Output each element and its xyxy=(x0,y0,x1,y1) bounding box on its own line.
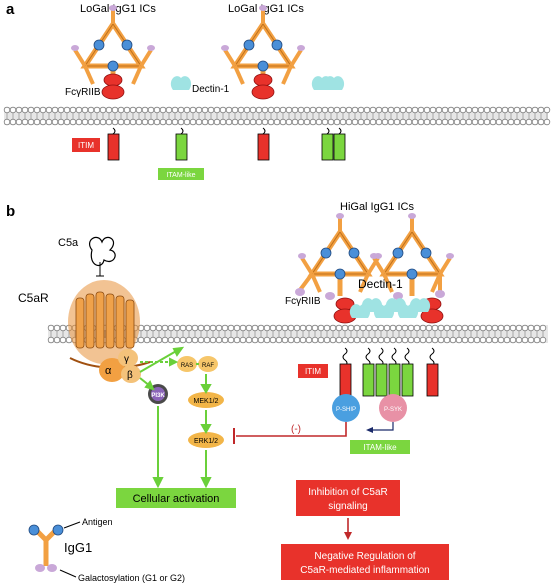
itim-box-a xyxy=(72,138,100,152)
legend-galactosylation: Galactosylation (G1 or G2) xyxy=(78,573,185,583)
negative-line2: C5aR-mediated inflammation xyxy=(300,565,430,576)
cellular-activation-box xyxy=(116,488,236,508)
left-ic-label: LoGal IgG1 ICs xyxy=(80,3,156,15)
higal-immune-complexes xyxy=(295,213,454,300)
alpha-subunit: α xyxy=(105,365,112,377)
ras-label: RAS xyxy=(181,363,193,369)
activation-arrows xyxy=(139,346,212,489)
syk-feedback-arrowhead xyxy=(366,427,373,433)
c5a-ligand xyxy=(89,236,116,277)
raf-label: RAF xyxy=(202,363,214,369)
dectin-receptor-a-pair xyxy=(311,76,346,161)
g-protein xyxy=(99,349,141,383)
inhibition-line xyxy=(236,422,347,437)
mek-node xyxy=(188,392,224,408)
mek-label: MEK1/2 xyxy=(194,398,219,405)
cellular-activation-label: Cellular activation xyxy=(133,493,220,505)
legend-igg1: IgG1 xyxy=(64,540,92,555)
receptor-tails-b xyxy=(342,347,435,367)
higal-label: HiGal IgG1 ICs xyxy=(340,201,414,213)
membrane-a xyxy=(3,106,551,126)
fcgr-tail-right xyxy=(426,363,439,397)
inhibition-box xyxy=(296,480,400,516)
inhibition-line2: signaling xyxy=(328,501,367,512)
dectin-label-a: Dectin-1 xyxy=(192,84,230,95)
fcgr-tail-left xyxy=(339,363,352,397)
itam-box-b xyxy=(350,440,410,454)
gamma-subunit: γ xyxy=(124,354,129,365)
legend-antibody xyxy=(28,521,81,578)
inhibition-sign: (-) xyxy=(291,424,301,435)
dectin-cluster-b xyxy=(349,298,431,318)
itim-box-b xyxy=(298,364,328,378)
pship-node xyxy=(332,394,360,422)
erk-label: ERK1/2 xyxy=(194,438,218,445)
erk-node xyxy=(188,432,224,448)
panel-a-label: a xyxy=(6,1,15,18)
c5ar-receptor xyxy=(68,280,151,369)
itim-label-a: ITIM xyxy=(78,141,94,150)
negative-line1: Negative Regulation of xyxy=(314,551,415,562)
c5a-label: C5a xyxy=(58,237,79,249)
psyk-node xyxy=(379,394,407,422)
syk-feedback-arrow xyxy=(372,422,394,431)
itim-label-b: ITIM xyxy=(305,367,321,376)
fcgr-receptor-a-left xyxy=(101,73,125,161)
pi3k-label: PI3K xyxy=(151,393,165,399)
itam-label-b: ITAM-like xyxy=(363,443,397,452)
down-arrowhead xyxy=(344,532,352,540)
fcgr-receptor-a-right xyxy=(251,73,275,161)
psyk-label: P-SYK xyxy=(384,407,402,413)
dectin-tails-b xyxy=(362,363,414,397)
ras-node xyxy=(177,356,197,372)
fcgr-label-a: FcγRIIB xyxy=(65,87,101,98)
dectin-label-b: Dectin-1 xyxy=(358,277,403,291)
itam-label-a: ITAM-like xyxy=(166,172,195,179)
c5ar-label: C5aR xyxy=(18,291,49,305)
itam-box-a xyxy=(158,168,204,180)
inhibition-line1: Inhibition of C5aR xyxy=(308,487,388,498)
pship-label: P-SHIP xyxy=(336,407,356,413)
raf-node xyxy=(198,356,218,372)
legend-antigen: Antigen xyxy=(82,517,113,527)
fcgr-label-b: FcγRIIB xyxy=(285,296,321,307)
panel-b-label: b xyxy=(6,203,15,220)
negative-regulation-box xyxy=(281,544,449,580)
beta-subunit: β xyxy=(127,370,133,381)
dectin-receptor-a-single xyxy=(170,76,192,161)
